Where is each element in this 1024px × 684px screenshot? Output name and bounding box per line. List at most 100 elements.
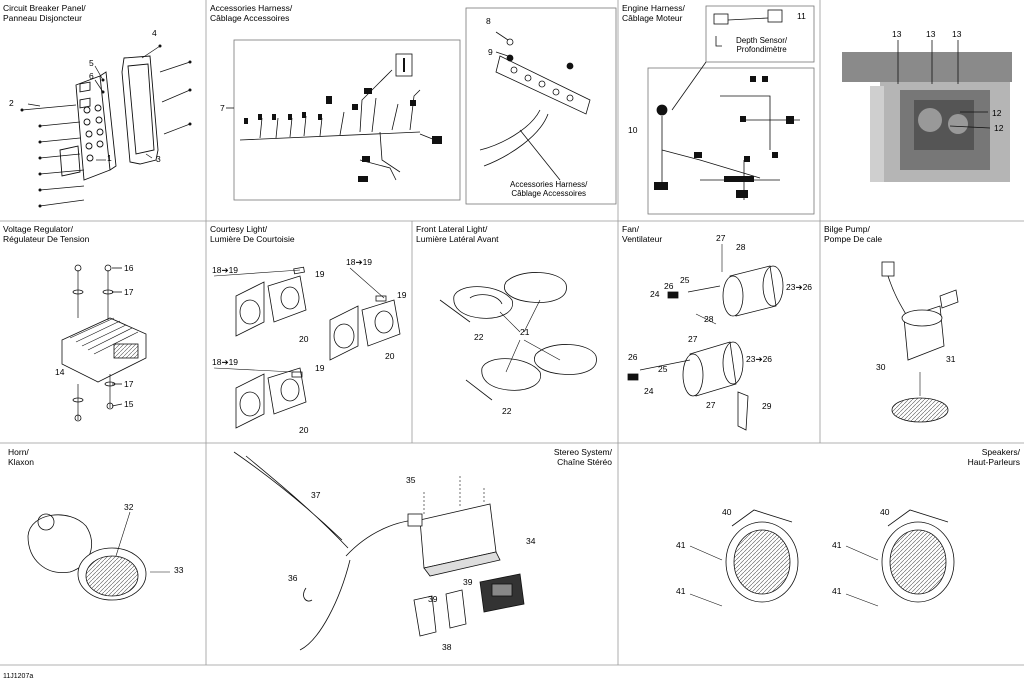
depth-sensor-callout: Depth Sensor/ Profondimètre — [736, 36, 787, 54]
part-number: 20 — [299, 334, 309, 344]
title-line-1: Accessories Harness/ — [210, 3, 293, 13]
title-line-1: Fan/ — [622, 224, 640, 234]
title-line-2: Pompe De cale — [824, 233, 883, 244]
title-line-2: Chaîne Stéréo — [557, 456, 612, 467]
part-number: 18➔19 — [212, 357, 239, 367]
part-number: 8 — [486, 16, 491, 26]
part-number: 16 — [124, 263, 134, 273]
part-number: 19 — [315, 269, 325, 279]
title-line-1: Circuit Breaker Panel/ — [3, 3, 86, 13]
part-number: 2 — [9, 98, 14, 108]
circuit-breaker-title: Circuit Breaker Panel/ Panneau Disjoncte… — [3, 3, 86, 23]
part-number: 26 — [628, 352, 638, 362]
title-line-1: Front Lateral Light/ — [416, 224, 488, 234]
part-number: 38 — [442, 642, 452, 652]
engine-harness-title: Engine Harness/ Câblage Moteur — [622, 3, 685, 23]
callout-line-2: Profondimètre — [736, 45, 787, 54]
part-number: 22 — [474, 332, 484, 342]
part-number: 37 — [311, 490, 321, 500]
title-line-1: Horn/ — [8, 447, 29, 457]
fan-drawing — [627, 244, 784, 431]
part-number: 27 — [688, 334, 698, 344]
accessories-harness-title: Accessories Harness/ Câblage Accessoires — [210, 3, 293, 23]
part-number: 20 — [385, 351, 395, 361]
horn-drawing — [27, 511, 170, 601]
part-number: 18➔19 — [212, 265, 239, 275]
part-number: 1 — [107, 153, 112, 163]
circuit-breaker-drawing — [20, 44, 192, 208]
title-line-2: Panneau Disjoncteur — [3, 12, 82, 23]
speakers-title: Speakers/ Haut-Parleurs — [967, 447, 1020, 467]
voltage-regulator-title: Voltage Regulator/ Régulateur De Tension — [3, 224, 89, 244]
title-line-1: Bilge Pump/ — [824, 224, 870, 234]
part-number: 28 — [736, 242, 746, 252]
part-number: 24 — [644, 386, 654, 396]
part-number: 41 — [832, 540, 842, 550]
title-line-1: Courtesy Light/ — [210, 224, 268, 234]
part-number: 5 — [89, 58, 94, 68]
courtesy-light-title: Courtesy Light/ Lumière De Courtoisie — [210, 224, 295, 244]
part-number: 12 — [992, 108, 1002, 118]
title-line-2: Câblage Accessoires — [210, 12, 290, 23]
part-number: 4 — [152, 28, 157, 38]
stereo-title: Stereo System/ Chaîne Stéréo — [553, 447, 612, 467]
part-number: 29 — [762, 401, 772, 411]
engine-harness-drawing — [647, 5, 815, 215]
part-number: 41 — [676, 540, 686, 550]
part-number: 23➔26 — [786, 282, 813, 292]
part-number: 40 — [880, 507, 890, 517]
part-number: 40 — [722, 507, 732, 517]
part-number: 18➔19 — [346, 257, 373, 267]
courtesy-light-drawing — [213, 266, 401, 429]
callout-line-1: Accessories Harness/ — [510, 180, 588, 189]
stereo-drawing — [233, 451, 525, 651]
accessories-harness-drawing — [226, 7, 617, 205]
part-number: 24 — [650, 289, 660, 299]
title-line-2: Haut-Parleurs — [967, 456, 1020, 467]
bilge-pump-drawing — [881, 261, 959, 423]
front-lateral-light-title: Front Lateral Light/ Lumière Latéral Ava… — [416, 224, 499, 244]
title-line-2: Câblage Moteur — [622, 12, 683, 23]
part-number: 27 — [716, 233, 726, 243]
part-number: 39 — [463, 577, 473, 587]
part-number: 31 — [946, 354, 956, 364]
part-number: 9 — [488, 47, 493, 57]
part-number: 6 — [89, 71, 94, 81]
part-number: 25 — [658, 364, 668, 374]
front-lateral-light-drawing — [439, 272, 597, 401]
part-number: 30 — [876, 362, 886, 372]
part-number: 23➔26 — [746, 354, 773, 364]
part-number: 34 — [526, 536, 536, 546]
accessories-harness-callout: Accessories Harness/ Câblage Accessoires — [510, 180, 587, 198]
part-number: 12 — [994, 123, 1004, 133]
bilge-pump-title: Bilge Pump/ Pompe De cale — [824, 224, 883, 244]
part-number: 7 — [220, 103, 225, 113]
part-number: 15 — [124, 399, 134, 409]
part-number: 32 — [124, 502, 134, 512]
part-number: 35 — [406, 475, 416, 485]
part-number: 19 — [315, 363, 325, 373]
part-number: 27 — [706, 400, 716, 410]
part-number: 19 — [397, 290, 407, 300]
part-number: 25 — [680, 275, 690, 285]
speakers-drawing — [689, 509, 955, 607]
title-line-1: Stereo System/ — [553, 447, 612, 457]
part-number: 3 — [156, 154, 161, 164]
voltage-regulator-drawing — [61, 264, 147, 422]
title-line-2: Klaxon — [8, 456, 34, 467]
part-number: 28 — [704, 314, 714, 324]
part-number: 10 — [628, 125, 638, 135]
part-number: 26 — [664, 281, 674, 291]
horn-title: Horn/ Klaxon — [8, 447, 34, 467]
callout-line-2: Câblage Accessoires — [511, 189, 587, 198]
part-number: 33 — [174, 565, 184, 575]
part-number: 14 — [55, 367, 65, 377]
part-number: 41 — [676, 586, 686, 596]
title-line-2: Lumière Latéral Avant — [416, 233, 499, 244]
part-number: 11 — [797, 11, 806, 21]
part-number: 13 — [952, 29, 962, 39]
part-number: 41 — [832, 586, 842, 596]
part-number: 21 — [520, 327, 530, 337]
